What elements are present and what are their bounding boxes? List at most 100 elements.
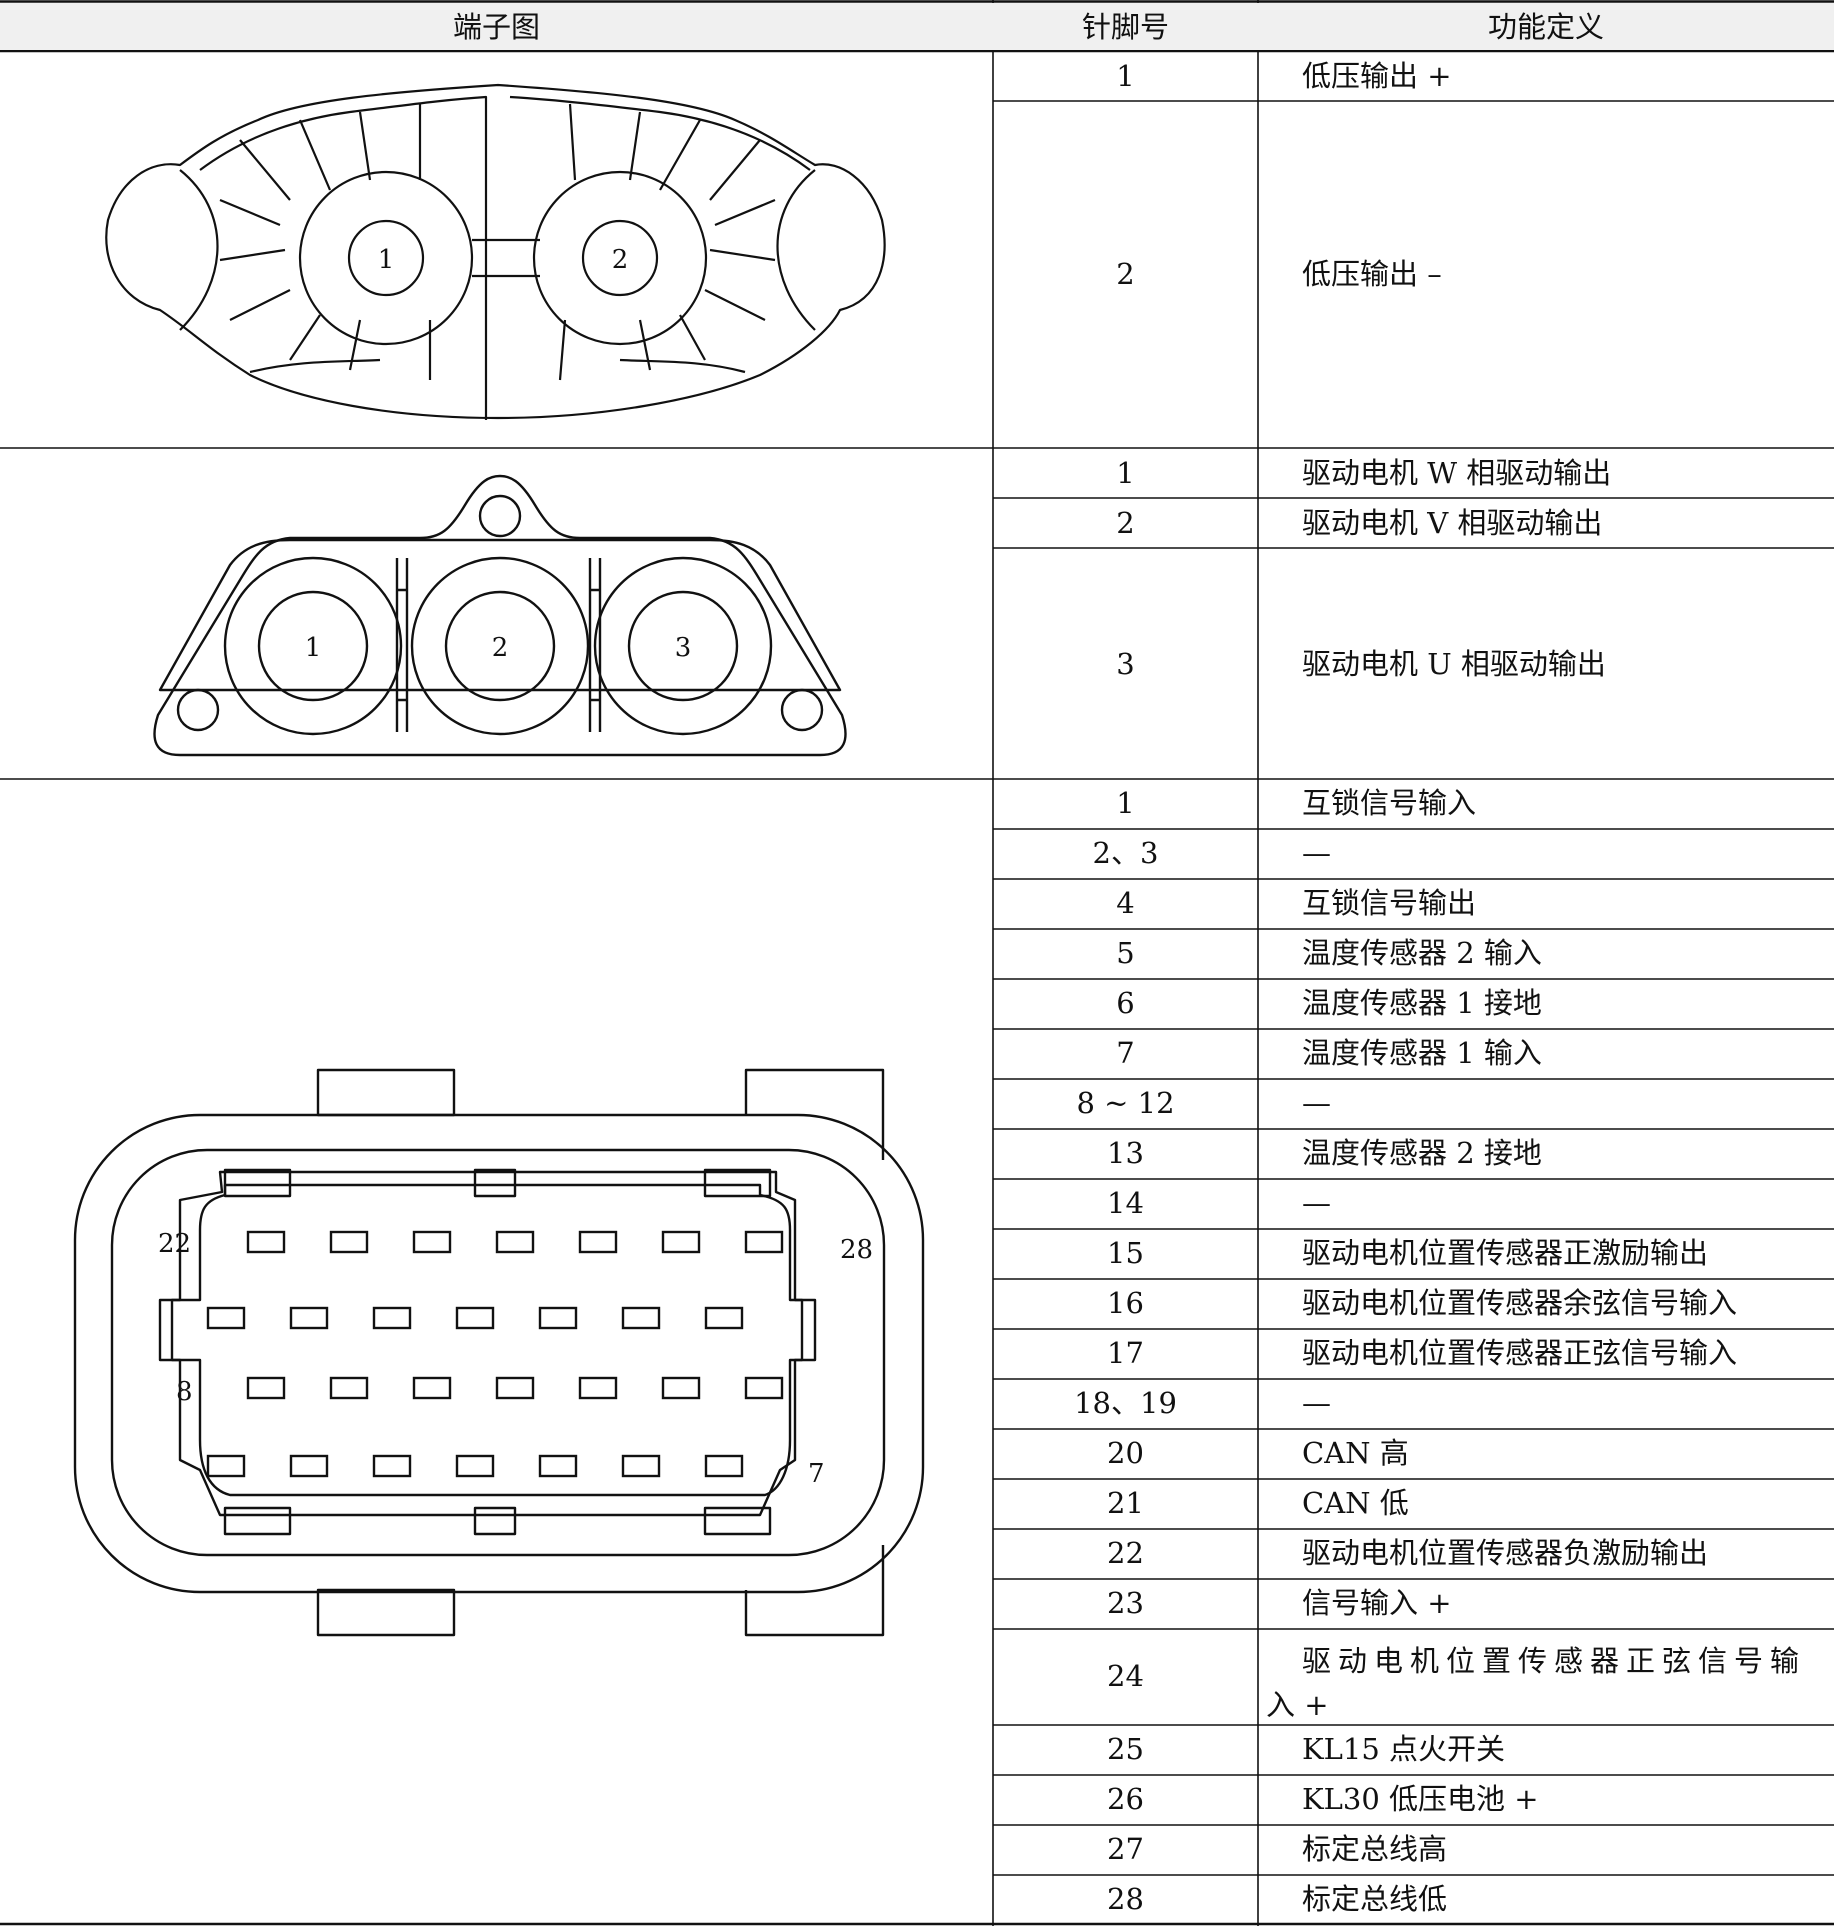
function-cell: CAN 高	[1302, 1436, 1409, 1470]
pin-cell: 2	[1116, 506, 1135, 540]
pin-slot	[621, 1306, 661, 1330]
pin-cell: 25	[1107, 1732, 1144, 1766]
pin-slot	[246, 1376, 286, 1400]
pin-label: 3	[675, 633, 692, 663]
pin-cell: 17	[1107, 1336, 1144, 1370]
pin-label: 7	[808, 1459, 825, 1489]
function-cell: 互锁信号输入	[1302, 786, 1477, 820]
function-cell: CAN 低	[1302, 1486, 1409, 1520]
pin-slot	[704, 1454, 744, 1478]
pin-slot	[661, 1376, 701, 1400]
pin-label: 28	[840, 1235, 873, 1265]
pin-cell: 15	[1107, 1236, 1144, 1270]
pin-slot	[538, 1454, 578, 1478]
pin-slot	[621, 1454, 661, 1478]
pin-slot	[495, 1376, 535, 1400]
function-cell: 温度传感器 2 接地	[1302, 1136, 1542, 1170]
pin-cell: 14	[1107, 1186, 1144, 1220]
function-cell: 温度传感器 2 输入	[1302, 936, 1542, 970]
function-cell: —	[1302, 1086, 1331, 1120]
function-cell: 温度传感器 1 输入	[1302, 1036, 1542, 1070]
function-cell: 互锁信号输出	[1302, 886, 1477, 920]
pin-slot	[206, 1306, 246, 1330]
pin-label: 2	[492, 633, 509, 663]
motor-phase-connector-diagram: 1 2 3	[153, 474, 847, 757]
pin-cell: 2	[1116, 257, 1135, 291]
pin-slot	[412, 1230, 452, 1254]
pin-cell: 24	[1107, 1659, 1144, 1693]
function-cell: KL30 低压电池 +	[1302, 1782, 1539, 1816]
pin-slot	[412, 1376, 452, 1400]
function-cell: KL15 点火开关	[1302, 1732, 1506, 1766]
pin-cell: 1	[1116, 59, 1135, 93]
pin-label: 2	[612, 245, 629, 275]
function-cell: 标定总线低	[1302, 1881, 1448, 1916]
function-cell: 信号输入 +	[1302, 1586, 1452, 1620]
pin-slot	[744, 1230, 784, 1254]
pin-slot	[495, 1230, 535, 1254]
pin-cell: 3	[1116, 647, 1135, 681]
pin-cell: 20	[1107, 1436, 1144, 1470]
function-cell: —	[1302, 836, 1331, 870]
pin-label: 1	[378, 245, 395, 275]
function-cell: 驱动电机 W 相驱动输出	[1302, 456, 1612, 490]
function-cell: 低压输出 –	[1302, 257, 1442, 291]
pin-slot	[744, 1376, 784, 1400]
pin-slot	[246, 1230, 286, 1254]
pin-cell: 6	[1116, 986, 1135, 1020]
header-pin: 针脚号	[1081, 10, 1169, 44]
pin-cell: 23	[1107, 1586, 1144, 1620]
function-cell: 温度传感器 1 接地	[1302, 986, 1542, 1020]
pin-slot	[329, 1376, 369, 1400]
function-cell: 驱动电机位置传感器负激励输出	[1302, 1536, 1709, 1570]
function-cell: 标定总线高	[1302, 1832, 1448, 1866]
pin-cell: 5	[1116, 936, 1135, 970]
function-cell: 驱动电机位置传感器正弦信号输入	[1302, 1336, 1738, 1370]
pin-label: 8	[176, 1377, 193, 1407]
pin-cell: 26	[1107, 1782, 1144, 1816]
pin-slot	[372, 1454, 412, 1478]
pin-cell: 16	[1107, 1286, 1144, 1320]
pin-cell: 2、3	[1092, 836, 1159, 870]
pin-slot	[289, 1454, 329, 1478]
pin-cell: 18、19	[1074, 1386, 1177, 1420]
pin-cell: 8 ~ 12	[1076, 1086, 1175, 1120]
pin-cell: 1	[1116, 786, 1135, 820]
pin-slot	[455, 1454, 495, 1478]
pin-label: 22	[158, 1229, 191, 1259]
pin-slot	[329, 1230, 369, 1254]
pin-cell: 4	[1116, 886, 1135, 920]
pin-cell: 1	[1116, 456, 1135, 490]
function-cell: 驱动电机位置传感器正激励输出	[1302, 1236, 1709, 1270]
pin-slot	[538, 1306, 578, 1330]
pin-slot	[704, 1306, 744, 1330]
pin-cell: 13	[1107, 1136, 1144, 1170]
pin-cell: 21	[1107, 1486, 1144, 1520]
function-cell: 驱动电机位置传感器正弦信号输	[1302, 1644, 1807, 1678]
function-cell-continuation: 入 +	[1266, 1688, 1329, 1722]
pin-slot	[661, 1230, 701, 1254]
pin-cell: 22	[1107, 1536, 1144, 1570]
pin-cell: 28	[1107, 1881, 1144, 1916]
pin-slot	[289, 1306, 329, 1330]
header-diagram: 端子图	[452, 10, 540, 44]
pin-cell: 7	[1116, 1036, 1135, 1070]
function-cell: —	[1302, 1386, 1331, 1420]
pin-slot	[206, 1454, 246, 1478]
function-cell: 驱动电机 V 相驱动输出	[1302, 506, 1603, 540]
function-cell: 驱动电机 U 相驱动输出	[1302, 647, 1606, 681]
pin-label: 1	[305, 633, 322, 663]
header-function: 功能定义	[1487, 10, 1604, 44]
low-voltage-connector-diagram: 1 2	[105, 83, 886, 420]
pin-slot	[578, 1230, 618, 1254]
pin-slot	[372, 1306, 412, 1330]
function-cell: 低压输出 +	[1302, 59, 1452, 93]
pin-slot	[578, 1376, 618, 1400]
pin-cell: 27	[1107, 1832, 1144, 1866]
function-cell: 驱动电机位置传感器余弦信号输入	[1302, 1286, 1738, 1320]
signal-connector-diagram: 22 28 8 7	[73, 1068, 925, 1637]
function-cell: —	[1302, 1186, 1331, 1220]
pin-slot	[455, 1306, 495, 1330]
